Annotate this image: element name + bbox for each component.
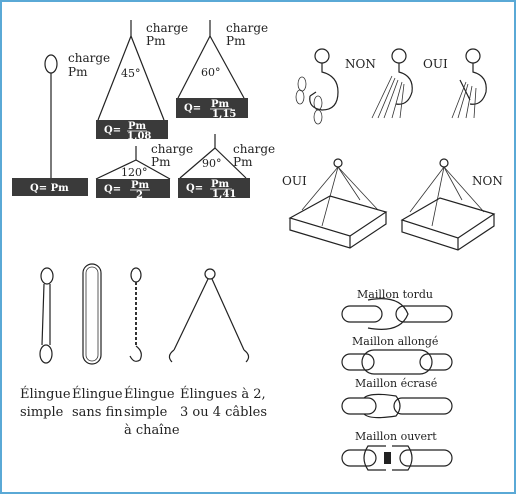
sling-120-diagram: charge Pm 120° Q= Pm 2 [95,142,193,201]
link-open-icon: Maillon ouvert [341,430,453,471]
sling-caption-line1: Élingue [124,386,175,402]
load-formula: Q= [104,125,121,136]
angle-label: 45° [121,67,141,80]
sling-45-diagram: charge Pm 45° Q= Pm 1,08 [96,20,188,142]
link-stretched-icon: Maillon allongé [341,335,453,375]
link-label: Maillon allongé [352,335,438,348]
load-denominator: 1,08 [127,131,151,142]
charge-label: charge [233,142,275,156]
charge-label: charge [68,51,110,65]
load-formula: Q= Pm [30,183,69,194]
load-denominator: 2 [136,190,143,201]
angle-label: 120° [121,166,148,179]
sling-caption-line2: simple [20,405,64,420]
pm-label: Pm [151,155,171,169]
hooks-non-label: NON [345,57,376,71]
load-box [96,120,168,139]
pm-label: Pm [146,34,166,48]
angle-label: 60° [201,66,221,79]
sling-caption-line1: Élingue [20,386,71,402]
sling-caption-line1: Élingue [72,386,123,402]
load-carry-correct: OUI [282,158,388,249]
pm-label: Pm [68,65,88,79]
sling-simple-icon [39,267,54,364]
sling-multi-cable-icon [168,268,250,363]
load-denominator: 1,41 [212,189,236,200]
link-label: Maillon ouvert [355,430,437,443]
load-box [12,178,88,196]
hook-correct-usage: NON OUI [295,48,487,125]
charge-label: charge [151,142,193,156]
pm-label: Pm [226,34,246,48]
load-box [176,98,248,118]
sling-caption-line2: sans fin [72,405,123,420]
sling-endless-icon [82,263,102,365]
single-sling-diagram: charge Pm Q= Pm [12,51,110,196]
load-numerator: Pm [211,179,230,190]
charge-label: charge [146,21,188,35]
load-formula: Q= [186,183,203,194]
link-label: Maillon écrasé [355,377,437,390]
sling-90-diagram: charge Pm 90° Q= Pm 1,41 [178,134,275,200]
hook-overloaded-icon [371,48,413,119]
load-numerator: Pm [131,180,150,191]
link-label: Maillon tordu [357,288,433,301]
link-twisted-icon: Maillon tordu [341,288,453,330]
load-formula: Q= [184,103,201,114]
carry-oui-label: OUI [282,174,307,188]
sling-60-diagram: charge Pm 60° Q= Pm 1,15 [176,20,268,120]
carry-non-label: NON [472,174,503,188]
load-numerator: Pm [211,99,230,110]
sling-caption-line2: 3 ou 4 câbles [180,405,267,420]
hook-with-latch-icon [451,48,487,119]
load-denominator: 1,15 [212,109,236,120]
load-box [178,178,250,198]
charge-label: charge [226,21,268,35]
sling-chain-icon [129,267,142,362]
load-formula: Q= [104,184,121,195]
sling-caption-line1: Élingues à 2, [180,386,266,402]
hook-with-chain-icon [295,48,339,125]
pm-label: Pm [233,155,253,169]
load-carry-incorrect: NON [400,158,503,251]
sling-caption-line3: à chaîne [124,423,180,438]
link-crushed-icon: Maillon écrasé [341,377,453,419]
ring-icon [44,54,58,74]
sling-caption-line2: simple [124,405,168,420]
load-box [96,179,170,198]
hooks-oui-label: OUI [423,57,448,71]
load-numerator: Pm [128,121,147,132]
angle-label: 90° [202,157,222,170]
